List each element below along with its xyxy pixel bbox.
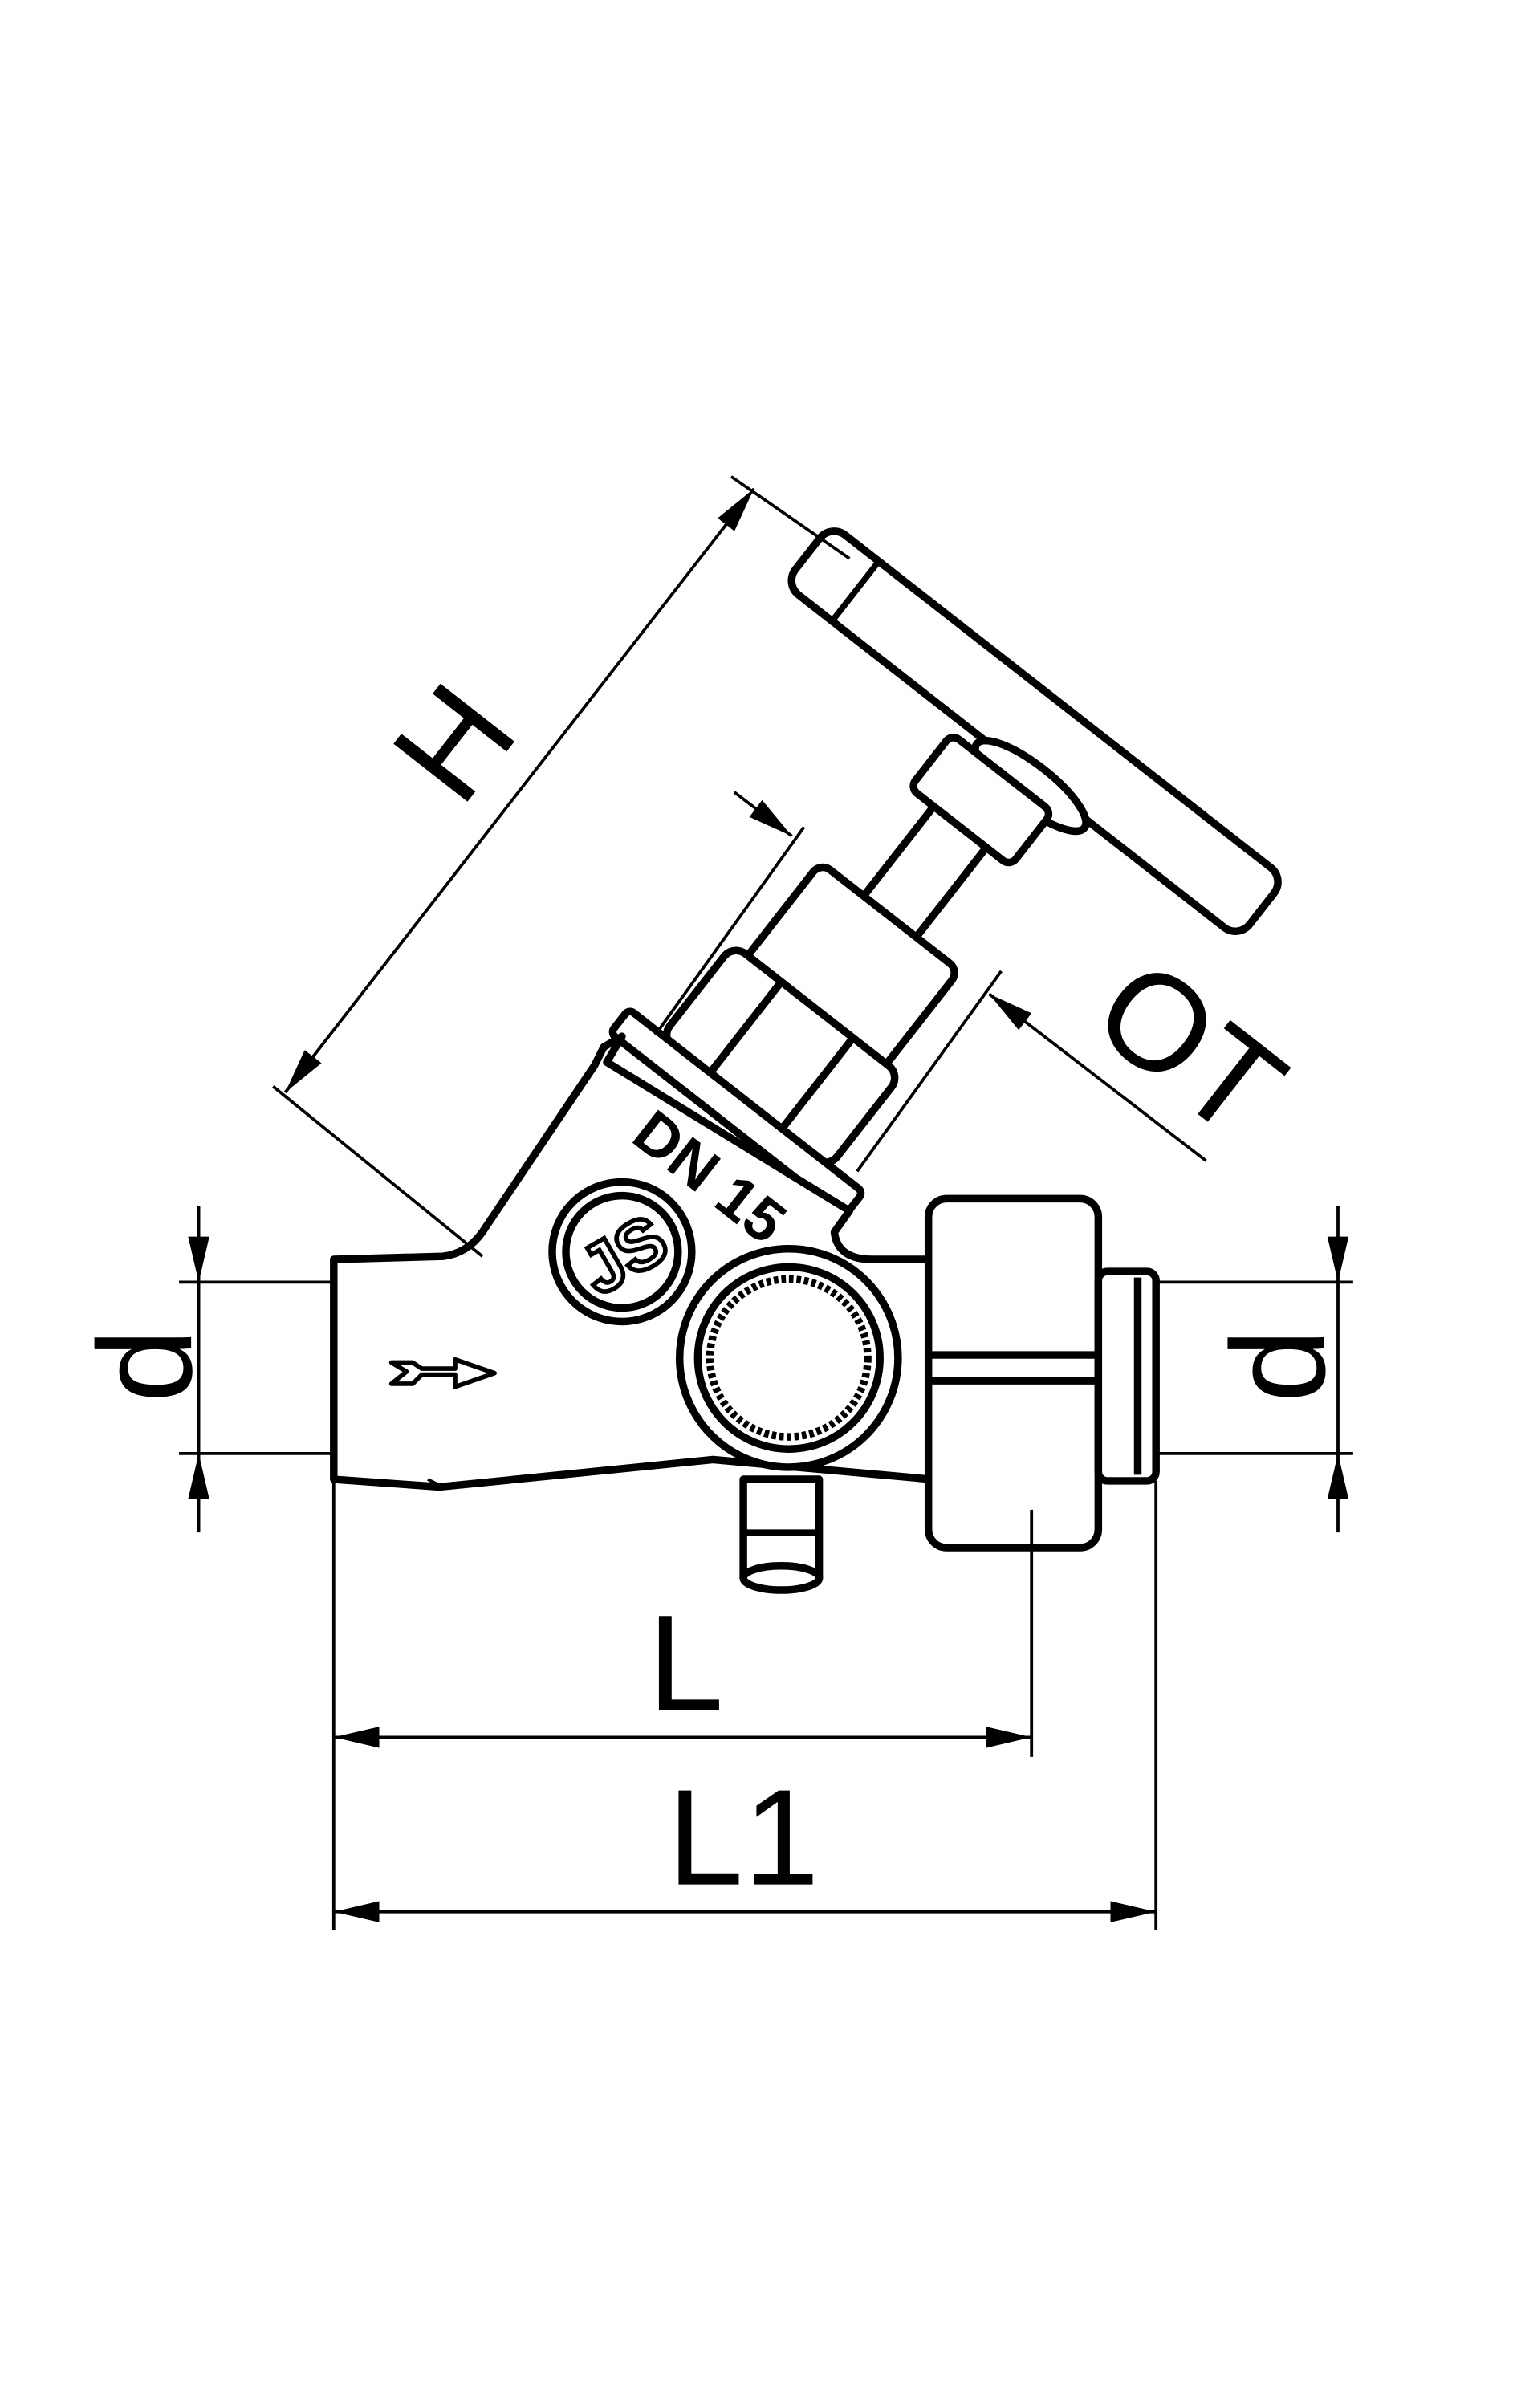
- label-L1: L1: [667, 1762, 819, 1914]
- label-L: L: [648, 1587, 724, 1739]
- label-d-right: d: [1204, 1328, 1353, 1403]
- dimension-d-right: d: [1156, 1206, 1353, 1533]
- label-d-left: d: [71, 1328, 220, 1403]
- union-nut: [924, 1194, 1103, 1552]
- stem-collar: [909, 734, 1053, 867]
- label-H: H: [364, 657, 544, 829]
- dimension-L1: L1: [333, 1480, 1158, 1930]
- arrow-right-icon: [388, 1357, 497, 1389]
- manufacturer-logo: JS: [548, 1178, 696, 1326]
- dimension-d-left: d: [71, 1206, 334, 1533]
- label-OT: OT: [1068, 930, 1312, 1167]
- tailpiece: [1094, 1267, 1160, 1485]
- dimension-L: L: [331, 1479, 1034, 1930]
